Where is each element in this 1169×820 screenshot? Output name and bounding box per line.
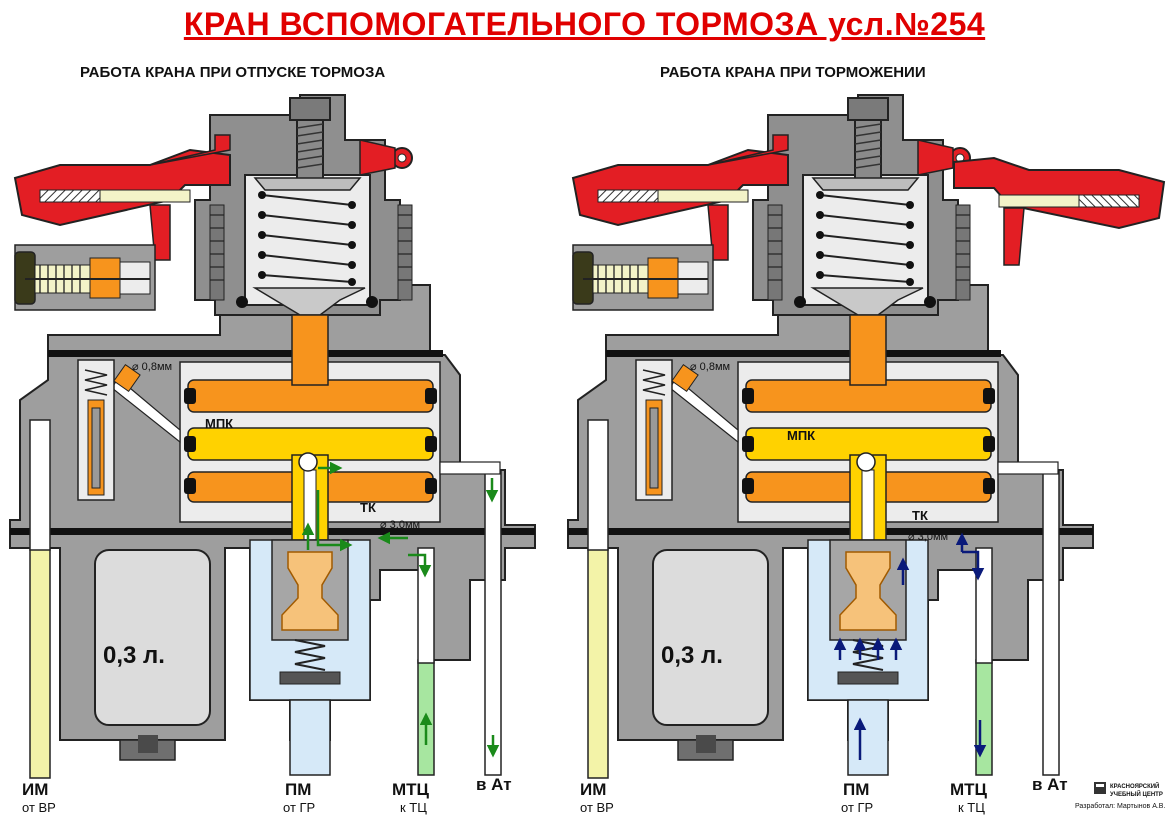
left-tk-label: ТК [360,500,376,515]
training-center-logo [1094,782,1106,794]
left-valve-diagram [9,94,536,779]
left-mpk-label: МПК [205,416,233,431]
right-port-mtc-label: МТЦ [950,780,988,799]
right-mpk-label: МПК [787,428,815,443]
left-port-im-label: ИМ [22,780,48,799]
left-port-mtc-sub: к ТЦ [400,800,427,815]
right-port-mtc-sub: к ТЦ [958,800,985,815]
right-port-at-label: в Ат [1032,775,1068,794]
right-orifice-tk-label: ⌀ 3,0мм [908,531,948,543]
right-flow-arrows [833,532,987,760]
left-orifice-tk-label: ⌀ 3,0мм [380,519,420,531]
left-port-at-label: в Ат [476,775,512,794]
credit-author: Разработал: Мартынов А.В. [1075,802,1165,810]
right-port-im-sub: от ВР [580,800,614,815]
page-title: КРАН ВСПОМОГАТЕЛЬНОГО ТОРМОЗА усл.№254 [183,6,986,42]
left-port-pm-label: ПМ [285,780,311,799]
right-port-im-label: ИМ [580,780,606,799]
right-port-pm-label: ПМ [843,780,869,799]
left-port-pm-sub: от ГР [283,800,315,815]
left-port-mtc-label: МТЦ [392,780,430,799]
left-port-im-sub: от ВР [22,800,56,815]
right-port-pm-sub: от ГР [841,800,873,815]
left-flow-arrows [301,461,500,758]
right-volume-label: 0,3 л. [661,642,723,669]
credit-center-line2: УЧЕБНЫЙ ЦЕНТР [1110,790,1163,798]
right-valve-diagram [567,94,1166,779]
right-subtitle: РАБОТА КРАНА ПРИ ТОРМОЖЕНИИ [660,64,926,81]
left-orifice-top-label: ⌀ 0,8мм [132,361,172,373]
left-volume-label: 0,3 л. [103,642,165,669]
right-tk-label: ТК [912,508,928,523]
left-subtitle: РАБОТА КРАНА ПРИ ОТПУСКЕ ТОРМОЗА [80,64,386,81]
right-orifice-top-label: ⌀ 0,8мм [690,361,730,373]
credit-center-line1: КРАСНОЯРСКИЙ [1110,782,1159,790]
